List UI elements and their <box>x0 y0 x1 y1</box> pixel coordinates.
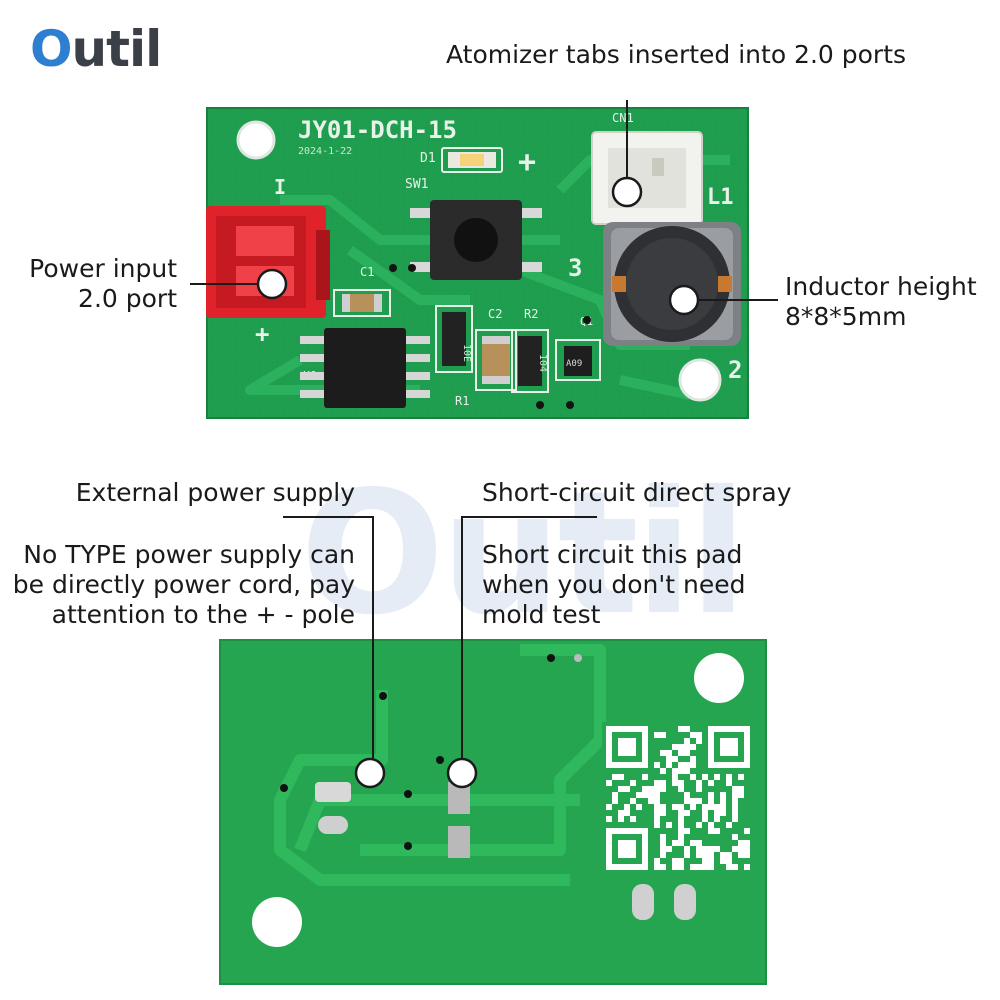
led-d1 <box>441 147 503 173</box>
silk-l1: L1 <box>707 185 734 210</box>
back-board-photo <box>219 639 767 985</box>
label-atomizer: Atomizer tabs inserted into 2.0 ports <box>446 40 907 69</box>
resistor-r2-code: 104 <box>537 354 548 372</box>
silk-num-2: 2 <box>728 356 742 384</box>
mounting-hole <box>236 120 276 160</box>
transistor-q1-code: A09 <box>566 359 582 369</box>
silk-date: 2024-1-22 <box>298 146 352 157</box>
label-inductor-line1: Inductor height <box>785 272 977 301</box>
logo-accent-letter: O <box>30 20 73 78</box>
silk-r1: R1 <box>455 394 469 408</box>
label-short-line2: when you don't need <box>482 570 746 599</box>
silk-d1: D1 <box>420 151 436 166</box>
silk-c1: C1 <box>360 265 374 279</box>
callout-line-external-power <box>283 516 374 760</box>
front-vias <box>389 264 591 409</box>
silk-model: JY01-DCH-15 <box>298 116 457 144</box>
mounting-hole <box>678 358 722 402</box>
silk-num-3: 3 <box>568 254 582 282</box>
solder-pad <box>318 816 348 834</box>
solder-pad <box>674 884 696 920</box>
label-short-line1: Short circuit this pad <box>482 540 743 569</box>
label-power-input-line2: 2.0 port <box>78 284 177 313</box>
mounting-hole <box>252 897 302 947</box>
resistor-r2: 104 <box>511 329 549 393</box>
inductor-l1 <box>603 222 741 346</box>
logo-rest-letters: util <box>71 20 163 78</box>
short-circuit-pad <box>448 782 470 814</box>
tactile-switch-sw1 <box>410 200 542 280</box>
label-no-type-line3: attention to the + - pole <box>51 600 355 629</box>
label-external-power: External power supply <box>75 478 355 507</box>
watermark-logo: Outil <box>300 455 747 653</box>
silk-c2: C2 <box>488 307 502 321</box>
short-circuit-pad <box>448 826 470 858</box>
solder-pad <box>315 782 351 802</box>
red-power-connector <box>206 206 330 318</box>
callout-marker-external-power <box>354 757 386 789</box>
label-short-title: Short-circuit direct spray <box>482 478 792 507</box>
brand-logo: Outil <box>30 20 163 78</box>
label-no-type-line2: be directly power cord, pay <box>12 570 355 599</box>
silk-plus-left: + <box>255 320 269 348</box>
resistor-r1-code: 10E <box>461 344 472 362</box>
qr-code <box>602 722 754 874</box>
callout-marker-power-input <box>256 268 288 300</box>
capacitor-c1 <box>333 289 391 317</box>
capacitor-c2 <box>475 329 517 391</box>
front-board-photo: JY01-DCH-15 2024-1-22 D1 SW1 CN1 L1 C1 U… <box>206 107 749 419</box>
silk-sw1: SW1 <box>405 177 428 192</box>
mounting-hole <box>694 653 744 703</box>
callout-marker-short-circuit <box>446 757 478 789</box>
ic-chip-u1 <box>300 328 430 408</box>
silk-plus-top: + <box>518 145 536 180</box>
label-short-line3: mold test <box>482 600 601 629</box>
callout-marker-inductor <box>668 284 700 316</box>
resistor-r1: 10E <box>435 305 473 373</box>
callout-marker-atomizer <box>611 176 643 208</box>
transistor-q1: A09 <box>555 339 601 381</box>
silk-cn1: CN1 <box>612 111 634 125</box>
label-power-input-line1: Power input <box>29 254 177 283</box>
silk-r2: R2 <box>524 307 538 321</box>
back-vias <box>280 654 582 850</box>
callout-line-short-circuit <box>461 516 597 760</box>
solder-pad <box>632 884 654 920</box>
label-no-type-line1: No TYPE power supply can <box>23 540 355 569</box>
silk-minus-left: I <box>274 175 286 199</box>
label-inductor-line2: 8*8*5mm <box>785 302 907 331</box>
